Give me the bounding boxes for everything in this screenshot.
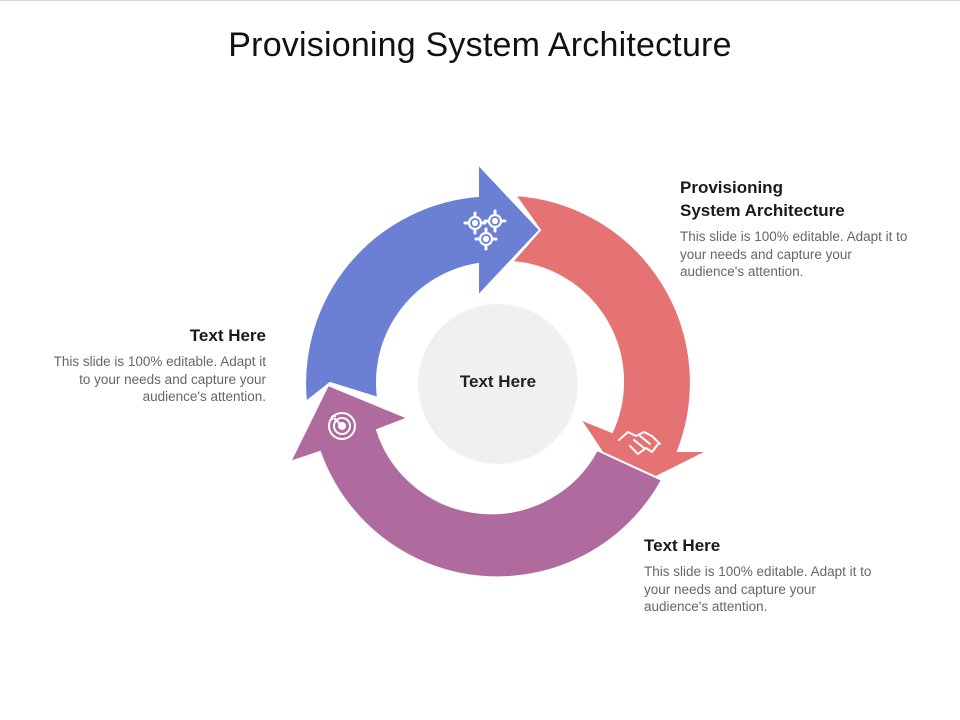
text-block-left-body: This slide is 100% editable. Adapt it to… (53, 354, 266, 404)
text-block-top: Provisioning System Architecture This sl… (680, 176, 910, 281)
text-block-top-body: This slide is 100% editable. Adapt it to… (680, 229, 908, 279)
center-label: Text Here (459, 372, 537, 391)
cycle-segment-red (509, 193, 709, 493)
top-divider (0, 0, 960, 1)
text-block-top-title-line1: Provisioning (680, 178, 783, 197)
center-circle (418, 304, 578, 464)
handshake-icon (618, 431, 661, 455)
text-block-bottom-title: Text Here (644, 536, 721, 555)
text-block-bottom: Text Here This slide is 100% editable. A… (644, 534, 874, 616)
gears-icon (463, 209, 507, 251)
target-icon (328, 412, 356, 440)
cycle-segment-purple (288, 383, 664, 579)
text-block-bottom-body: This slide is 100% editable. Adapt it to… (644, 564, 872, 614)
text-block-top-title-line2: System Architecture (680, 201, 845, 220)
text-block-top-title: Provisioning System Architecture (680, 176, 910, 222)
page-title: Provisioning System Architecture (228, 26, 732, 64)
text-block-left: Text Here This slide is 100% editable. A… (40, 324, 266, 406)
text-block-left-title: Text Here (189, 326, 266, 345)
